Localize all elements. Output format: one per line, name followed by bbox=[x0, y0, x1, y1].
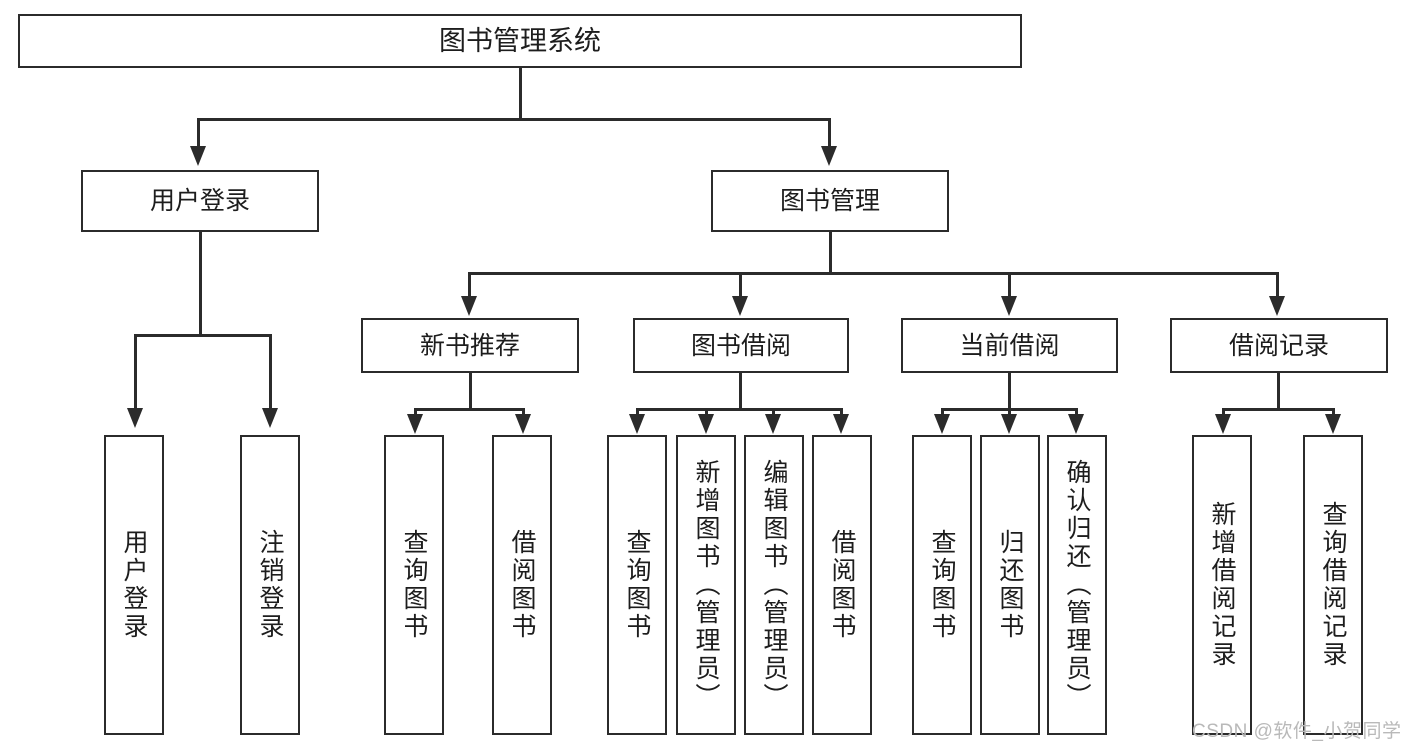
node-book-borrow[interactable]: 图书借阅 bbox=[633, 318, 849, 373]
arrowhead-leaf-borrow-book-2 bbox=[833, 414, 849, 434]
node-leaf-borrow-book-1[interactable]: 借阅图书 bbox=[492, 435, 552, 735]
node-book-manage[interactable]: 图书管理 bbox=[711, 170, 949, 232]
connector-book-borrow-stem bbox=[739, 373, 742, 410]
node-leaf-query-book-1[interactable]: 查询图书 bbox=[384, 435, 444, 735]
arrowhead-new-book-recommend bbox=[461, 296, 477, 316]
node-label: 图书管理系统 bbox=[439, 25, 601, 56]
connector-root-to-user-login bbox=[197, 118, 200, 148]
connector-book-manage-bus bbox=[468, 272, 1279, 275]
node-user-login[interactable]: 用户登录 bbox=[81, 170, 319, 232]
node-leaf-user-logout[interactable]: 注销登录 bbox=[240, 435, 300, 735]
arrowhead-leaf-query-borrow-record bbox=[1325, 414, 1341, 434]
node-leaf-edit-book[interactable]: 编辑图书（管理员） bbox=[744, 435, 804, 735]
arrowhead-leaf-query-book-2 bbox=[629, 414, 645, 434]
csdn-watermark: CSDN @软件_小贺同学 bbox=[1192, 716, 1401, 743]
node-label: 用户登录 bbox=[120, 529, 148, 641]
connector-book-manage-drop-1 bbox=[468, 272, 471, 298]
connector-user-login-bus bbox=[134, 334, 271, 337]
node-current-borrow[interactable]: 当前借阅 bbox=[901, 318, 1118, 373]
connector-current-borrow-stem bbox=[1008, 373, 1011, 410]
arrowhead-book-manage bbox=[821, 146, 837, 166]
arrowhead-leaf-edit-book bbox=[765, 414, 781, 434]
node-new-book-recommend[interactable]: 新书推荐 bbox=[361, 318, 579, 373]
connector-new-book-recommend-stem bbox=[469, 373, 472, 410]
node-borrow-record[interactable]: 借阅记录 bbox=[1170, 318, 1388, 373]
connector-book-borrow-bus bbox=[636, 408, 843, 411]
connector-book-manage-drop-2 bbox=[739, 272, 742, 298]
connector-user-login-drop-1 bbox=[134, 334, 137, 410]
connector-user-login-stem bbox=[199, 232, 202, 336]
arrowhead-leaf-user-login bbox=[127, 408, 143, 428]
node-label: 图书借阅 bbox=[690, 331, 791, 360]
node-label: 新书推荐 bbox=[419, 331, 520, 360]
arrowhead-leaf-query-book-3 bbox=[934, 414, 950, 434]
connector-borrow-record-bus bbox=[1222, 408, 1335, 411]
connector-borrow-record-stem bbox=[1277, 373, 1280, 410]
node-label: 新增图书（管理员） bbox=[692, 459, 720, 711]
node-label: 注销登录 bbox=[256, 529, 284, 641]
node-label: 编辑图书（管理员） bbox=[760, 459, 788, 711]
node-label: 查询图书 bbox=[623, 529, 651, 641]
connector-book-manage-drop-3 bbox=[1008, 272, 1011, 298]
node-label: 图书管理 bbox=[779, 187, 880, 215]
arrowhead-current-borrow bbox=[1001, 296, 1017, 316]
connector-book-manage-drop-4 bbox=[1276, 272, 1279, 298]
node-leaf-query-book-3[interactable]: 查询图书 bbox=[912, 435, 972, 735]
arrowhead-leaf-confirm-return bbox=[1068, 414, 1084, 434]
node-label: 查询图书 bbox=[928, 529, 956, 641]
node-leaf-query-book-2[interactable]: 查询图书 bbox=[607, 435, 667, 735]
arrowhead-leaf-user-logout bbox=[262, 408, 278, 428]
connector-user-login-drop-2 bbox=[269, 334, 272, 410]
arrowhead-borrow-record bbox=[1269, 296, 1285, 316]
arrowhead-leaf-query-book-1 bbox=[407, 414, 423, 434]
node-label: 借阅图书 bbox=[508, 529, 536, 641]
node-label: 确认归还（管理员） bbox=[1063, 459, 1091, 711]
connector-book-manage-stem bbox=[829, 232, 832, 274]
node-label: 当前借阅 bbox=[959, 331, 1060, 360]
node-label: 查询图书 bbox=[400, 529, 428, 641]
arrowhead-leaf-add-book bbox=[698, 414, 714, 434]
node-leaf-query-borrow-record[interactable]: 查询借阅记录 bbox=[1303, 435, 1363, 735]
connector-root-bus bbox=[197, 118, 829, 121]
node-leaf-borrow-book-2[interactable]: 借阅图书 bbox=[812, 435, 872, 735]
connector-root-to-book-manage bbox=[828, 118, 831, 148]
connector-new-book-recommend-bus bbox=[414, 408, 525, 411]
node-label: 借阅记录 bbox=[1228, 331, 1329, 360]
arrowhead-leaf-add-borrow-record bbox=[1215, 414, 1231, 434]
arrowhead-leaf-borrow-book-1 bbox=[515, 414, 531, 434]
connector-root-stem bbox=[519, 68, 522, 120]
node-label: 查询借阅记录 bbox=[1319, 501, 1347, 669]
node-leaf-add-book[interactable]: 新增图书（管理员） bbox=[676, 435, 736, 735]
node-label: 新增借阅记录 bbox=[1208, 501, 1236, 669]
node-label: 借阅图书 bbox=[828, 529, 856, 641]
arrowhead-user-login bbox=[190, 146, 206, 166]
node-leaf-confirm-return[interactable]: 确认归还（管理员） bbox=[1047, 435, 1107, 735]
node-root-system[interactable]: 图书管理系统 bbox=[18, 14, 1022, 68]
node-leaf-return-book[interactable]: 归还图书 bbox=[980, 435, 1040, 735]
node-label: 用户登录 bbox=[149, 187, 250, 215]
node-leaf-add-borrow-record[interactable]: 新增借阅记录 bbox=[1192, 435, 1252, 735]
node-label: 归还图书 bbox=[996, 529, 1024, 641]
arrowhead-leaf-return-book bbox=[1001, 414, 1017, 434]
node-leaf-user-login[interactable]: 用户登录 bbox=[104, 435, 164, 735]
watermark-text: CSDN @软件_小贺同学 bbox=[1192, 721, 1402, 742]
arrowhead-book-borrow bbox=[732, 296, 748, 316]
